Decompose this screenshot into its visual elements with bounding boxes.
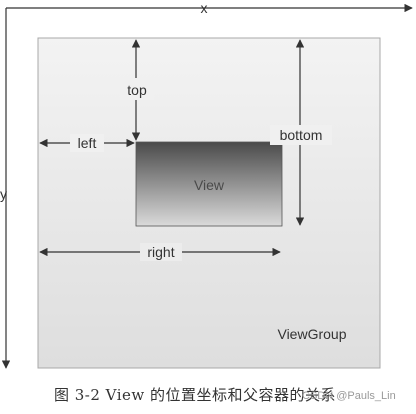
right-label-backdrop <box>140 243 182 261</box>
figure-caption: 图 3-2 View 的位置坐标和父容器的关系 <box>53 386 337 404</box>
view-label: View <box>194 177 225 193</box>
top-label-backdrop <box>120 78 154 100</box>
viewgroup-label: ViewGroup <box>277 326 346 342</box>
view-box <box>135 141 283 227</box>
left-label: left <box>78 135 97 151</box>
y-axis-label: y <box>0 186 7 202</box>
watermark-text: CSDN @Pauls_Lin <box>302 390 396 402</box>
right-label: right <box>147 244 174 260</box>
top-label: top <box>127 82 147 98</box>
left-label-backdrop <box>70 134 104 152</box>
x-axis-label: x <box>201 0 208 16</box>
bottom-label-backdrop <box>270 125 332 145</box>
bottom-label: bottom <box>280 127 323 143</box>
